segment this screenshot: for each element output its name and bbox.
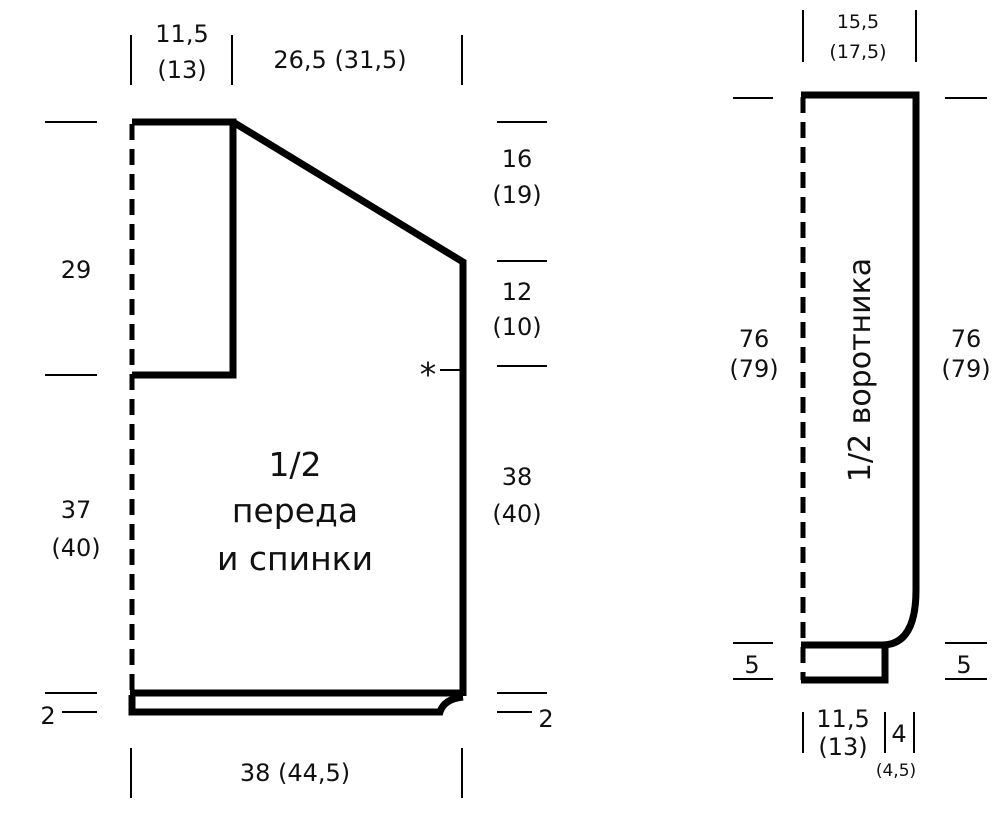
upper-height-alt: (10) [492, 313, 541, 341]
lower-height-left-alt: (40) [51, 534, 100, 562]
armhole-height: 29 [61, 256, 92, 284]
shoulder-outline [132, 118, 237, 379]
neck-slope-outline [231, 119, 467, 696]
collar-extension-alt: (4,5) [876, 761, 916, 781]
collar-top-width: 15,5 [837, 11, 879, 33]
collar-title: 1/2 воротника [843, 258, 878, 482]
neck-width: 26,5 (31,5) [273, 46, 406, 74]
lower-height-right: 38 [502, 463, 533, 491]
collar-length-right: 76 [951, 325, 982, 353]
shoulder-width-alt: (13) [157, 56, 206, 84]
collar-band-right: 5 [956, 651, 971, 679]
collar-dimension-ticks [733, 10, 987, 753]
collar-top-width-alt: (17,5) [829, 41, 886, 63]
collar-outline [801, 91, 920, 649]
rib-height-left: 2 [40, 702, 55, 730]
upper-height: 12 [502, 278, 533, 306]
rib-band [128, 693, 464, 716]
body-title-2: переда [232, 491, 358, 530]
collar-bottom-width: 11,5 [816, 705, 869, 733]
lower-height-right-alt: (40) [492, 500, 541, 528]
collar-piece-outline [800, 91, 920, 684]
lower-height-left: 37 [61, 496, 92, 524]
collar-bottom-width-alt: (13) [818, 733, 867, 761]
neck-depth: 16 [502, 145, 533, 173]
shoulder-width: 11,5 [155, 20, 208, 48]
collar-length-left: 76 [739, 325, 770, 353]
collar-length-right-alt: (79) [941, 355, 990, 383]
rib-height-right: 2 [538, 705, 553, 733]
body-title-3: и спинки [217, 539, 373, 578]
neck-depth-alt: (19) [492, 181, 541, 209]
collar-extension: 4 [891, 720, 906, 748]
collar-band [801, 645, 889, 684]
body-dimension-ticks [45, 35, 547, 798]
body-piece-outline [128, 118, 467, 716]
asterisk-marker: * [420, 355, 437, 394]
bottom-width: 38 (44,5) [240, 759, 350, 787]
body-title-1: 1/2 [268, 445, 321, 484]
collar-band-left: 5 [744, 651, 759, 679]
collar-length-left-alt: (79) [729, 355, 778, 383]
